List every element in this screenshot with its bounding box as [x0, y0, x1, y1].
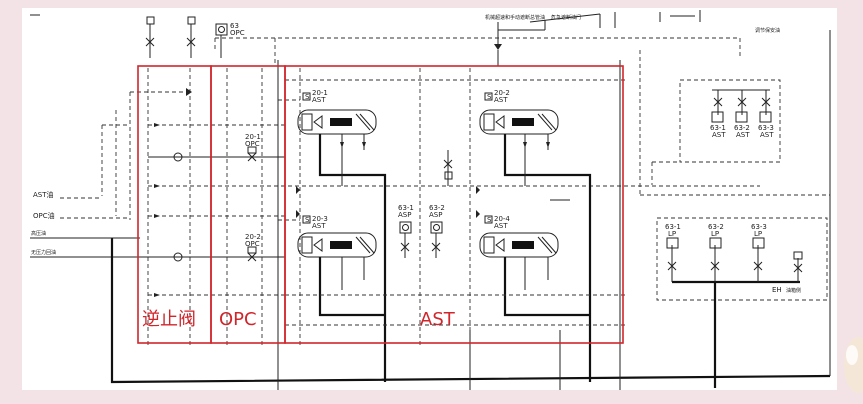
svg-text:63-1: 63-1: [710, 124, 726, 132]
ast-solenoid-20-1: S 20-1 AST: [297, 89, 377, 135]
ast-solenoid-20-2: S 20-2 AST: [479, 89, 559, 135]
svg-text:LP: LP: [668, 230, 676, 238]
ast-solenoid-20-3: S 20-3 AST: [297, 215, 377, 258]
svg-text:LP: LP: [754, 230, 762, 238]
top-valve-1: [145, 16, 155, 58]
pressure-switch-63: 63 OPC: [215, 22, 245, 58]
ast-section-label: AST: [420, 309, 456, 330]
svg-text:S: S: [305, 216, 310, 224]
opc-oil-label: OPC油: [33, 211, 55, 220]
svg-text:ASP: ASP: [398, 211, 411, 219]
decorative-pearl: [844, 337, 863, 393]
svg-text:S: S: [487, 93, 492, 101]
svg-text:AST: AST: [712, 131, 726, 139]
svg-text:63-3: 63-3: [758, 124, 774, 132]
svg-text:20-1: 20-1: [245, 133, 261, 141]
svg-text:OPC: OPC: [245, 140, 260, 148]
check-valve-section-label: 逆止阀: [142, 309, 196, 330]
svg-text:63: 63: [230, 22, 239, 30]
svg-text:AST: AST: [736, 131, 750, 139]
svg-text:AST: AST: [494, 96, 508, 104]
svg-text:AST: AST: [312, 96, 326, 104]
opc-section: 20-1 OPC 20-2 OPC: [226, 68, 263, 345]
top-center-label: 机械超速和手动遮断总管油: [485, 14, 545, 21]
svg-text:AST: AST: [494, 222, 508, 230]
asp-switches: 63-1 ASP 63-2 ASP: [398, 150, 453, 258]
high-pressure-oil-label: 高压油: [31, 230, 46, 237]
section-frames: [137, 65, 624, 344]
svg-text:63-3: 63-3: [751, 223, 767, 231]
svg-text:AST: AST: [312, 222, 326, 230]
ast-solenoid-20-4: S 20-4 AST: [479, 215, 559, 258]
top-right-label: 调节保安油: [755, 27, 780, 34]
ast-oil-label: AST油: [33, 190, 54, 199]
right-feed-lines: [550, 30, 831, 376]
eh-tank-box: 63-1 63-2 63-3 LP LP LP EH 油箱侧: [656, 217, 828, 388]
top-piping: [30, 10, 741, 66]
top-valve-2: [186, 16, 196, 58]
svg-text:63-1: 63-1: [665, 223, 681, 231]
opc-section-label: OPC: [219, 309, 257, 330]
svg-text:LP: LP: [711, 230, 719, 238]
svg-text:63-1: 63-1: [398, 204, 414, 212]
svg-text:OPC: OPC: [245, 240, 260, 248]
svg-text:S: S: [305, 93, 310, 101]
svg-text:20-2: 20-2: [494, 89, 510, 97]
svg-text:S: S: [487, 216, 492, 224]
paper-sheet: [22, 8, 837, 390]
svg-text:20-4: 20-4: [494, 215, 510, 223]
svg-text:OPC: OPC: [230, 29, 245, 37]
svg-text:ASP: ASP: [429, 211, 442, 219]
svg-text:油箱侧: 油箱侧: [786, 287, 801, 294]
pressure-return-label: 无压力回油: [31, 249, 56, 256]
ast-piping: [277, 60, 625, 390]
right-ast-switch-box: 63-1 63-2 63-3 AST AST AST: [651, 79, 781, 185]
svg-text:20-2: 20-2: [245, 233, 261, 241]
svg-text:EH: EH: [772, 286, 782, 294]
svg-text:20-3: 20-3: [312, 215, 328, 223]
svg-text:63-2: 63-2: [708, 223, 724, 231]
svg-text:63-2: 63-2: [429, 204, 445, 212]
svg-text:63-2: 63-2: [734, 124, 750, 132]
svg-text:AST: AST: [760, 131, 774, 139]
svg-text:20-1: 20-1: [312, 89, 328, 97]
